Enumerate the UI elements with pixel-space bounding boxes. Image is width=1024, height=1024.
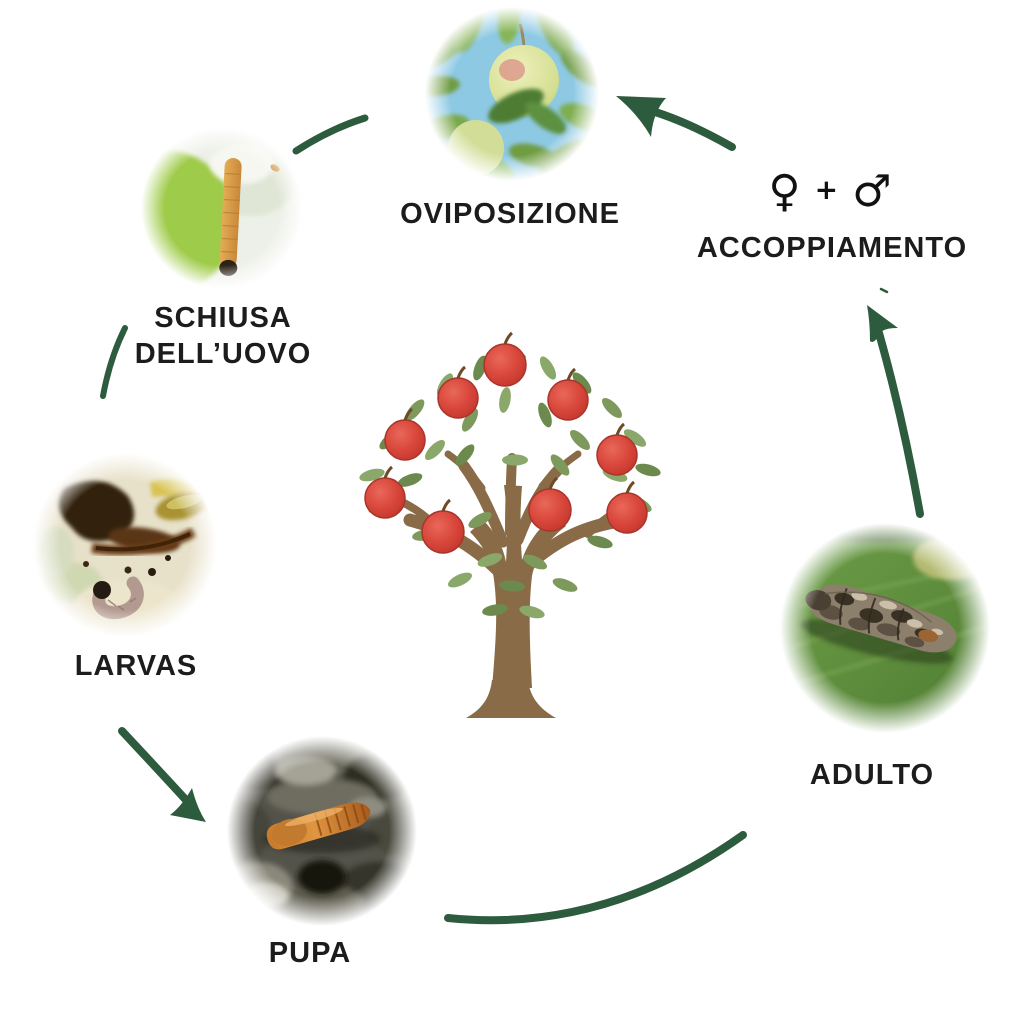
tree-apples xyxy=(364,331,648,554)
moth-shape xyxy=(800,584,957,664)
larva-curved-shape xyxy=(92,576,144,620)
arrow-accoppiamento-to-oviposizione xyxy=(648,107,736,151)
arrow-adulto-to-accoppiamento xyxy=(875,329,924,518)
arrow-larvas-to-pupa xyxy=(118,727,190,804)
stage-label-schiusa-line1: SCHIUSA xyxy=(154,302,292,334)
stage-label-larvas: LARVAS xyxy=(74,650,198,682)
mating-symbols: ♀ + ♂ xyxy=(755,162,905,222)
tree-leaves xyxy=(359,352,661,619)
stage-label-oviposizione: OVIPOSIZIONE xyxy=(400,198,620,230)
plus-icon: + xyxy=(814,173,839,206)
arc-oviposizione-to-schiusa xyxy=(292,114,369,155)
female-icon: ♀ xyxy=(768,166,801,217)
arrowhead-left xyxy=(616,96,666,137)
oviposizione-photo xyxy=(424,6,600,182)
arrowhead-down-right xyxy=(170,788,206,822)
male-icon: ♂ xyxy=(852,166,892,217)
pupa-photo xyxy=(226,735,418,927)
stage-label-accoppiamento: ACCOPPIAMENTO xyxy=(696,232,968,264)
stage-label-schiusa-line2: DELL’UOVO xyxy=(134,338,312,370)
adulto-photo xyxy=(779,522,991,734)
stage-label-pupa: PUPA xyxy=(268,937,352,969)
stage-label-schiusa: SCHIUSA DELL’UOVO xyxy=(108,300,338,372)
arrowhead-up xyxy=(867,305,898,342)
larva-shape xyxy=(219,157,242,276)
pupa-shape xyxy=(266,802,371,850)
arrow-speck xyxy=(879,287,889,294)
schiusa-photo xyxy=(140,126,304,290)
larvas-photo xyxy=(32,452,218,638)
stage-label-adulto: ADULTO xyxy=(809,759,935,791)
arc-pupa-to-adulto xyxy=(444,831,747,925)
apple-tree-illustration xyxy=(359,331,661,718)
